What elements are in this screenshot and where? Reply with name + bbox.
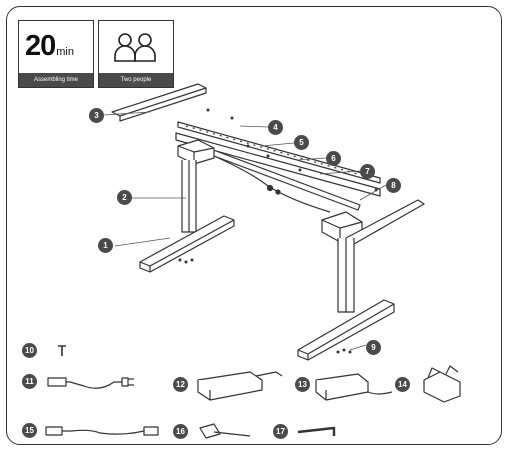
screw-part xyxy=(58,345,66,356)
assembling-time-card: 20min Assembling time xyxy=(18,20,94,88)
callout-7: 7 xyxy=(360,164,375,179)
people-caption: Two people xyxy=(99,73,173,87)
power-cable xyxy=(48,381,122,389)
callout-17: 17 xyxy=(273,424,288,439)
time-caption: Assembling time xyxy=(19,73,93,87)
screw-dots xyxy=(178,108,378,354)
time-unit: min xyxy=(56,46,74,58)
callout-9: 9 xyxy=(366,340,381,355)
hand-switch xyxy=(423,371,461,403)
callout-1: 1 xyxy=(98,238,113,253)
callout-11: 11 xyxy=(22,374,37,389)
extension-cable xyxy=(48,429,156,435)
callout-2: 2 xyxy=(117,190,132,205)
allen-key xyxy=(297,426,336,436)
crossbeam-lower xyxy=(175,132,381,197)
callout-5: 5 xyxy=(294,135,309,150)
callout-14: 14 xyxy=(395,377,410,392)
crossbeam-top xyxy=(177,121,381,184)
right-foot xyxy=(297,299,395,361)
callout-16: 16 xyxy=(173,424,188,439)
callout-13: 13 xyxy=(295,377,310,392)
callout-4: 4 xyxy=(268,120,283,135)
two-people-icon xyxy=(114,33,156,62)
side-bracket xyxy=(111,83,207,117)
diagram-frame xyxy=(6,6,502,445)
side-bracket-edge xyxy=(119,88,207,122)
callout-15: 15 xyxy=(22,423,37,438)
time-value: 20min xyxy=(25,30,74,62)
callout-10: 10 xyxy=(22,343,37,358)
two-people-card: Two people xyxy=(98,20,174,88)
callout-8: 8 xyxy=(386,178,401,193)
callout-12: 12 xyxy=(173,377,188,392)
callout-3: 3 xyxy=(89,108,104,123)
callout-6: 6 xyxy=(326,151,341,166)
cable-clip xyxy=(199,423,221,439)
